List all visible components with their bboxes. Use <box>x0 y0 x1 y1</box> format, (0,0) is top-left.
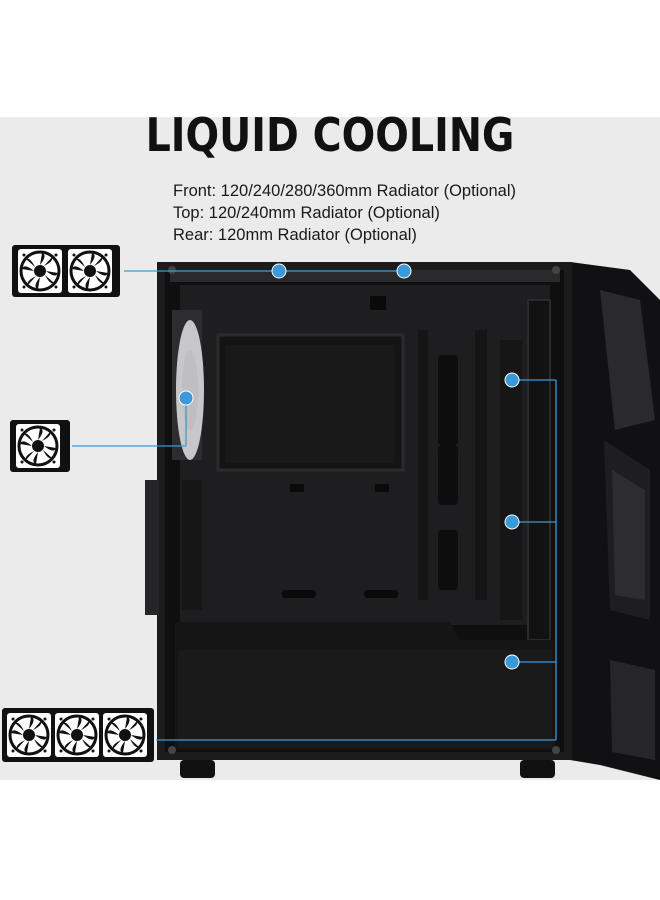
front-radiator-icon <box>2 708 154 762</box>
rear-radiator-icon <box>10 420 70 472</box>
spec-list: Front: 120/240/280/360mm Radiator (Optio… <box>173 180 516 246</box>
rear-fan-marker <box>178 390 194 406</box>
callout-dots <box>178 263 520 670</box>
front-fan-marker <box>504 372 520 388</box>
spec-line-rear: Rear: 120mm Radiator (Optional) <box>173 226 417 244</box>
case-body <box>145 262 572 778</box>
top-fan-marker <box>271 263 287 279</box>
callout-lines <box>72 270 557 741</box>
top-radiator-icon <box>12 245 120 297</box>
spec-line-top: Top: 120/240mm Radiator (Optional) <box>173 204 440 222</box>
front-fan-marker <box>504 654 520 670</box>
page-title: LIQUID COOLING <box>145 108 515 162</box>
top-fan-marker <box>396 263 412 279</box>
case-front-panel <box>570 262 660 780</box>
front-fan-marker <box>504 514 520 530</box>
spec-line-front: Front: 120/240/280/360mm Radiator (Optio… <box>173 182 517 200</box>
